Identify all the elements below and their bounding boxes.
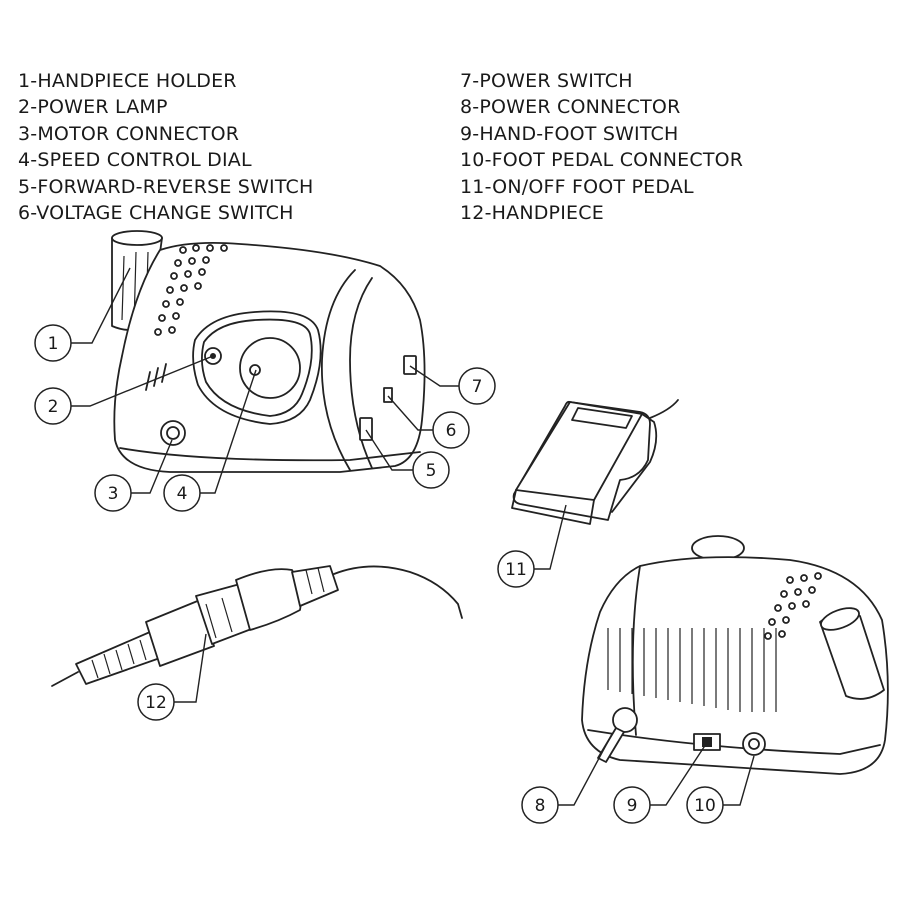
- legend-item-speed-control-dial: 4-SPEED CONTROL DIAL: [18, 149, 252, 172]
- power-switch-graphic: [403, 355, 417, 375]
- callout-1-number: 1: [48, 334, 59, 354]
- callout-10: 10: [686, 786, 724, 824]
- power-connector: [612, 707, 638, 733]
- rear-vents: [607, 628, 777, 712]
- speed-control-dial: [239, 337, 301, 399]
- callout-9: 9: [613, 786, 651, 824]
- callout-9-number: 9: [627, 796, 638, 816]
- callout-2: 2: [34, 387, 72, 425]
- callout-8: 8: [521, 786, 559, 824]
- handpiece: [51, 565, 463, 687]
- callout-10-number: 10: [694, 796, 716, 816]
- voltage-switch-graphic: [383, 387, 393, 403]
- callout-11: 11: [497, 550, 535, 588]
- callout-7: 7: [458, 367, 496, 405]
- callout-11-number: 11: [505, 560, 527, 580]
- legend-item-power-switch: 7-POWER SWITCH: [460, 70, 633, 92]
- legend-item-motor-connector: 3-MOTOR CONNECTOR: [18, 122, 240, 145]
- callout-12: 12: [137, 683, 175, 721]
- legend-left-column: 1-HANDPIECE HOLDER 2-POWER LAMP 3-MOTOR …: [18, 68, 314, 226]
- callout-2-number: 2: [48, 397, 59, 417]
- callout-12-number: 12: [145, 693, 167, 713]
- callout-5: 5: [412, 451, 450, 489]
- callout-3: 3: [94, 474, 132, 512]
- callout-6: 6: [432, 411, 470, 449]
- callout-7-number: 7: [472, 377, 483, 397]
- callout-4: 4: [163, 474, 201, 512]
- vent-dots: [154, 244, 228, 336]
- foot-pedal: [511, 399, 679, 525]
- legend-item-foot-pedal-connector: 10-FOOT PEDAL CONNECTOR: [460, 149, 744, 172]
- legend-item-handpiece: 12-HANDPIECE: [460, 202, 604, 225]
- legend-item-handpiece-holder: 1-HANDPIECE HOLDER: [18, 70, 237, 92]
- control-unit-rear-view: [581, 535, 889, 775]
- legend-right-column: 7-POWER SWITCH 8-POWER CONNECTOR 9-HAND-…: [460, 68, 743, 226]
- legend-item-power-lamp: 2-POWER LAMP: [18, 96, 168, 119]
- callout-3-number: 3: [108, 484, 119, 504]
- control-unit-front-view: [111, 230, 426, 473]
- callout-4-number: 4: [177, 484, 188, 504]
- legend-item-voltage-change-switch: 6-VOLTAGE CHANGE SWITCH: [18, 202, 294, 225]
- callout-6-number: 6: [446, 421, 457, 441]
- rear-vent-dots: [764, 572, 822, 640]
- legend-item-forward-reverse-switch: 5-FORWARD-REVERSE SWITCH: [18, 175, 314, 198]
- legend-item-on-off-foot-pedal: 11-ON/OFF FOOT PEDAL: [460, 175, 694, 198]
- leader-lines: [71, 267, 755, 806]
- legend-item-hand-foot-switch: 9-HAND-FOOT SWITCH: [460, 122, 679, 145]
- callout-5-number: 5: [426, 461, 437, 481]
- callout-8-number: 8: [535, 796, 546, 816]
- callout-1: 1: [34, 324, 72, 362]
- legend-item-power-connector: 8-POWER CONNECTOR: [460, 96, 681, 119]
